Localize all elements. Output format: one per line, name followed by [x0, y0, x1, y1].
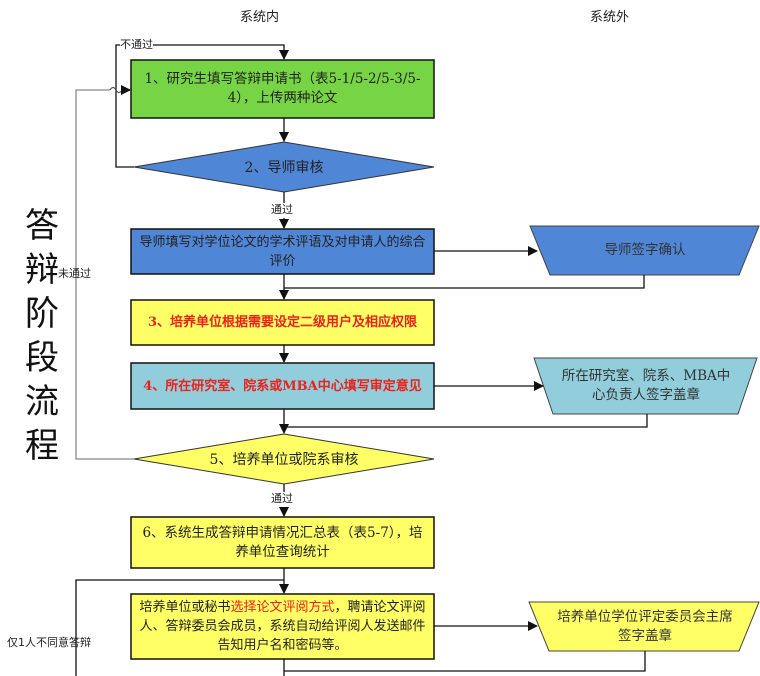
edge-label-pass-1: 通过 [271, 203, 293, 216]
side-title-char: 阶 [25, 294, 59, 334]
step7-text-b: ，聘请论文评阅人、答辩委员会成员，系统自动给评阅人发送邮件告知用户名和密码等。 [139, 600, 426, 653]
side-title-char: 答 [25, 206, 59, 246]
step7-text[interactable]: 培养单位或秘书选择论文评阅方式，聘请论文评阅人、答辩委员会成员，系统自动给评阅人… [131, 594, 434, 659]
step3-shape [130, 299, 435, 346]
step4-text[interactable]: 4、所在研究室、院系或MBA中心填写审定意见 [143, 378, 422, 394]
step1-text[interactable]: 1、研究生填写答辩申请书（表5-1/5-2/5-3/5-4），上传两种论文 [144, 71, 421, 106]
edge-label-reject-side: 未通过 [58, 267, 91, 280]
advisor-sign-trapezoid [529, 225, 760, 276]
side-title: 答 辩 阶 段 流 程 [22, 204, 62, 468]
edge-label-one-disagree: 仅1人不同意答辩 [7, 636, 91, 649]
advisor-review-text[interactable]: 导师填写对学位论文的学术评语及对申请人的综合评价 [139, 234, 426, 269]
edge-label-reject-top: 不通过 [120, 38, 153, 51]
step4-shape [130, 362, 435, 410]
step5-diamond [133, 433, 435, 485]
committee-sign-trapezoid [528, 601, 760, 652]
edge-label-pass-2: 通过 [271, 492, 293, 505]
side-title-char: 辩 [25, 250, 59, 290]
committee-sign-text[interactable]: 培养单位学位评定委员会主席签字盖章 [557, 608, 733, 644]
step5-text[interactable]: 5、培养单位或院系审核 [209, 452, 359, 468]
step3-text[interactable]: 3、培养单位根据需要设定二级用户及相应权限 [147, 315, 418, 330]
side-title-char: 程 [25, 426, 59, 466]
column-header-outside: 系统外 [590, 10, 630, 25]
dept-sign-text[interactable]: 所在研究室、院系、MBA中心负责人签字盖章 [561, 368, 731, 403]
step2-diamond [133, 141, 435, 193]
step2-text[interactable]: 2、导师审核 [244, 160, 324, 176]
advisor-sign-text[interactable]: 导师签字确认 [604, 242, 686, 258]
step7-text-a: 培养单位或秘书 [139, 600, 231, 615]
step6-shape [130, 516, 435, 569]
advisor-review-shape [130, 228, 435, 275]
step7-text-red: 选择论文评阅方式 [230, 600, 335, 615]
column-header-inside: 系统内 [240, 10, 280, 25]
side-title-char: 流 [25, 382, 59, 422]
step1-shape [130, 59, 435, 119]
dept-sign-trapezoid [533, 357, 758, 415]
side-title-char: 段 [25, 338, 59, 378]
step6-text[interactable]: 6、系统生成答辩申请情况汇总表（表5-7），培养单位查询统计 [142, 524, 423, 560]
